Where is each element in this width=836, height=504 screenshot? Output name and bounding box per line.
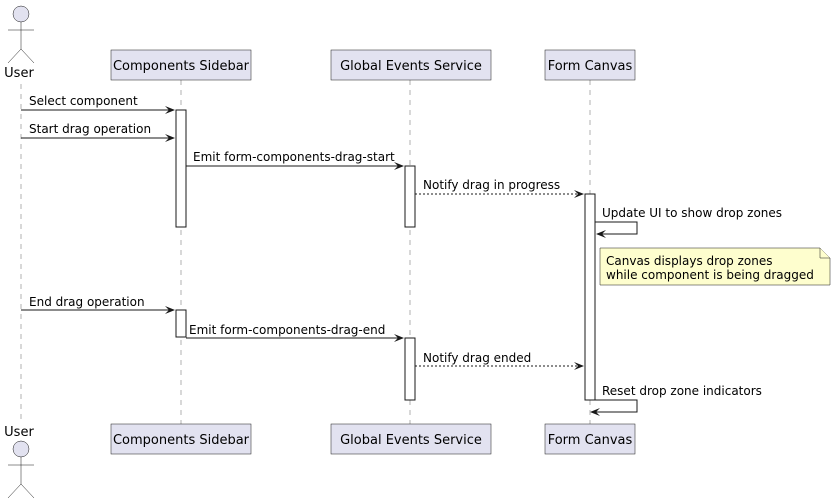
participant-global-events-service-top: Global Events Service (330, 49, 492, 81)
message-label: Update UI to show drop zones (602, 206, 782, 220)
message-update-ui-self: Update UI to show drop zones (595, 206, 782, 238)
activation-sidebar-2 (175, 309, 187, 338)
message-end-drag-operation: End drag operation (21, 295, 175, 314)
message-emit-drag-start: Emit form-components-drag-start (186, 150, 404, 170)
message-label: End drag operation (29, 295, 145, 309)
message-notify-drag-in-progress: Notify drag in progress (415, 178, 584, 198)
message-select-component: Select component (21, 94, 175, 114)
actor-user-label: User (4, 66, 34, 81)
message-label: Reset drop zone indicators (602, 384, 762, 398)
message-label: Notify drag in progress (423, 178, 560, 192)
participant-label: Form Canvas (548, 433, 633, 448)
participant-label: Global Events Service (340, 433, 482, 448)
participant-form-canvas-top: Form Canvas (544, 49, 636, 81)
actor-head-icon (12, 440, 30, 458)
note-line-2: while component is being dragged (606, 268, 814, 282)
participant-components-sidebar-bottom: Components Sidebar (110, 423, 252, 455)
actor-user-bottom: User (4, 425, 34, 499)
message-label: Select component (29, 94, 138, 108)
activation-canvas (584, 193, 596, 401)
activation-sidebar-1 (175, 109, 187, 228)
participant-label: Components Sidebar (113, 433, 250, 448)
message-label: Emit form-components-drag-end (189, 323, 385, 337)
actor-head-icon (12, 5, 30, 23)
message-reset-drop-zones-self: Reset drop zone indicators (590, 384, 762, 416)
activation-events-2 (404, 337, 416, 401)
message-label: Start drag operation (29, 122, 151, 136)
participant-components-sidebar-top: Components Sidebar (110, 49, 252, 81)
message-label: Notify drag ended (423, 351, 531, 365)
participant-form-canvas-bottom: Form Canvas (544, 423, 636, 455)
activation-events-1 (404, 165, 416, 228)
actor-user-label: User (4, 425, 34, 440)
actor-user-top: User (4, 5, 34, 81)
participant-label: Components Sidebar (113, 59, 250, 74)
participant-global-events-service-bottom: Global Events Service (330, 423, 492, 455)
note-line-1: Canvas displays drop zones (606, 254, 772, 268)
message-label: Emit form-components-drag-start (193, 150, 395, 164)
note-drop-zones: Canvas displays drop zones while compone… (599, 247, 831, 286)
participant-label: Form Canvas (548, 59, 633, 74)
participant-label: Global Events Service (340, 59, 482, 74)
message-emit-drag-end: Emit form-components-drag-end (186, 323, 404, 342)
message-start-drag-operation: Start drag operation (21, 122, 175, 142)
message-notify-drag-ended: Notify drag ended (415, 351, 584, 370)
